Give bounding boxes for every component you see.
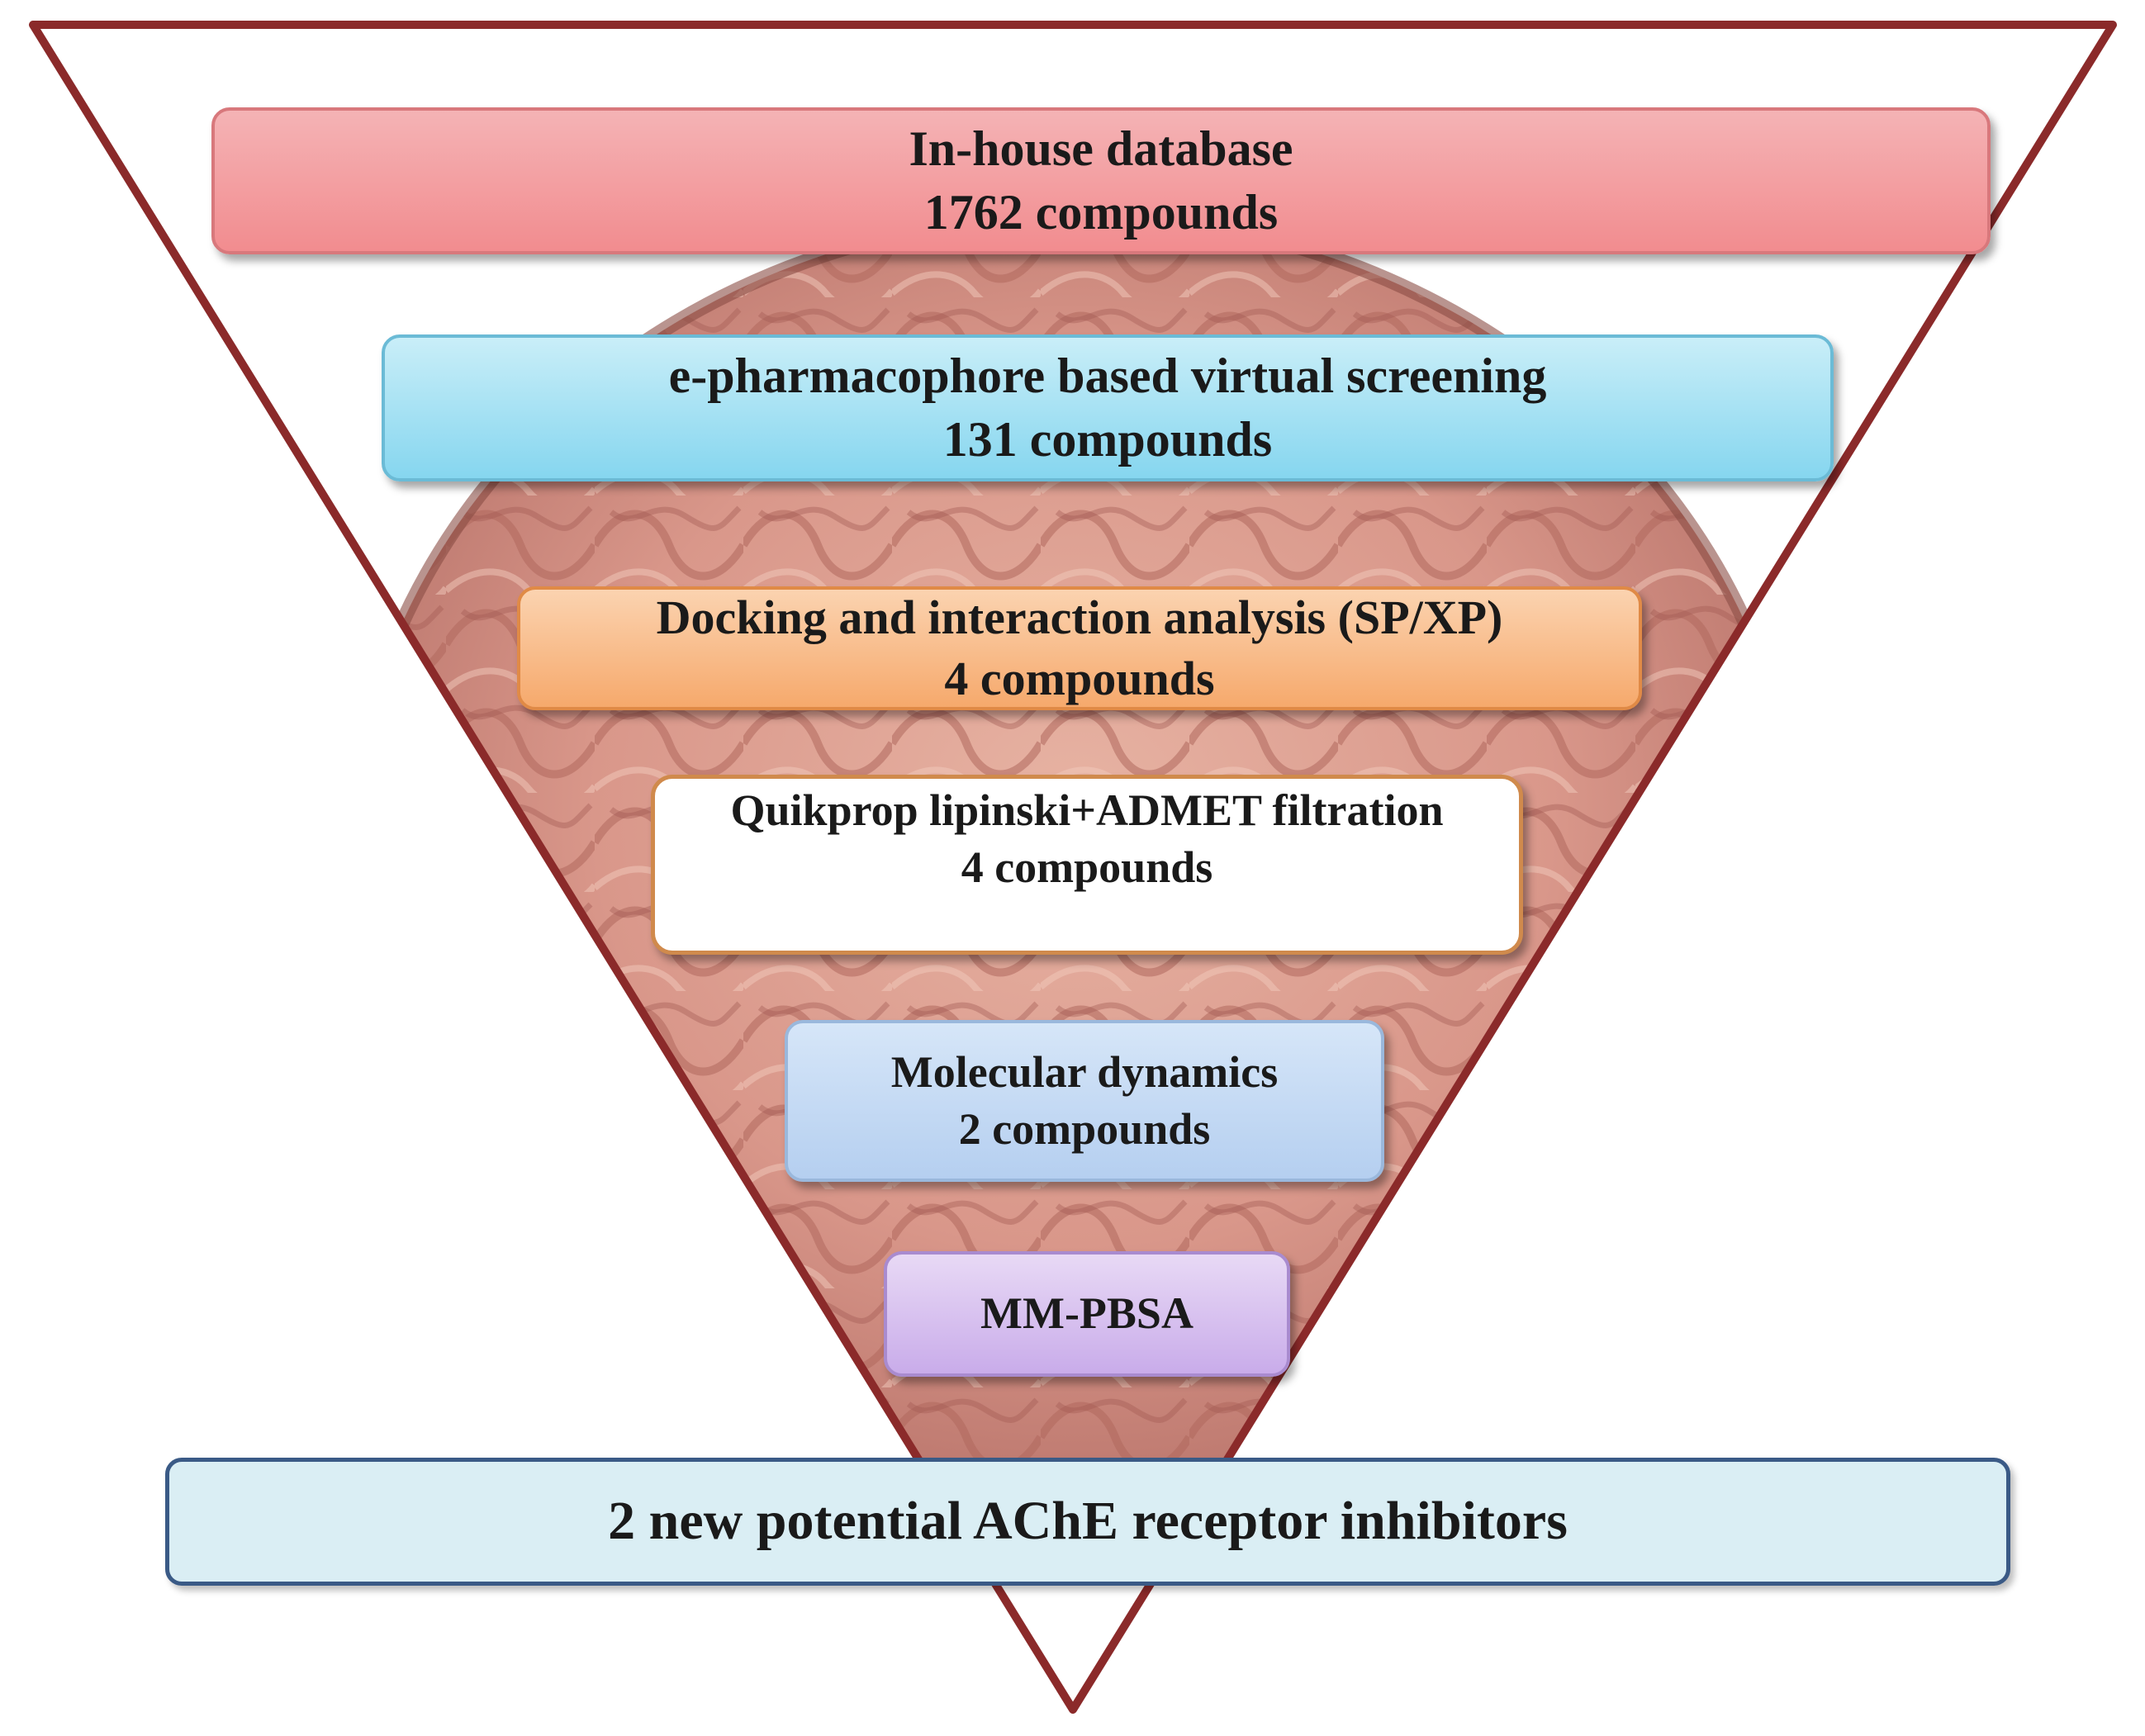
step-virtual-screening: e-pharmacophore based virtual screening …: [382, 334, 1834, 481]
step-title: In-house database: [909, 121, 1293, 177]
step-title: Docking and interaction analysis (SP/XP): [656, 590, 1503, 644]
step-in-house-database: In-house database 1762 compounds: [211, 107, 1991, 254]
result-text: 2 new potential AChE receptor inhibitors: [608, 1491, 1568, 1552]
step-molecular-dynamics: Molecular dynamics 2 compounds: [785, 1020, 1384, 1182]
step-admet-filtration: Quikprop lipinski+ADMET filtration 4 com…: [651, 775, 1523, 955]
step-title: Quikprop lipinski+ADMET filtration: [730, 785, 1444, 835]
step-docking-analysis: Docking and interaction analysis (SP/XP)…: [517, 586, 1642, 710]
step-count: 4 compounds: [944, 652, 1215, 705]
step-count: 4 compounds: [961, 842, 1213, 893]
result-box: 2 new potential AChE receptor inhibitors: [165, 1458, 2010, 1586]
step-count: 1762 compounds: [923, 185, 1279, 240]
funnel-outline: [29, 21, 2117, 1714]
step-count: 2 compounds: [958, 1104, 1211, 1154]
step-mm-pbsa: MM-PBSA: [884, 1251, 1290, 1377]
step-title: MM-PBSA: [980, 1288, 1194, 1339]
step-title: Molecular dynamics: [890, 1046, 1279, 1097]
step-count: 131 compounds: [942, 412, 1273, 467]
step-title: e-pharmacophore based virtual screening: [668, 349, 1547, 404]
